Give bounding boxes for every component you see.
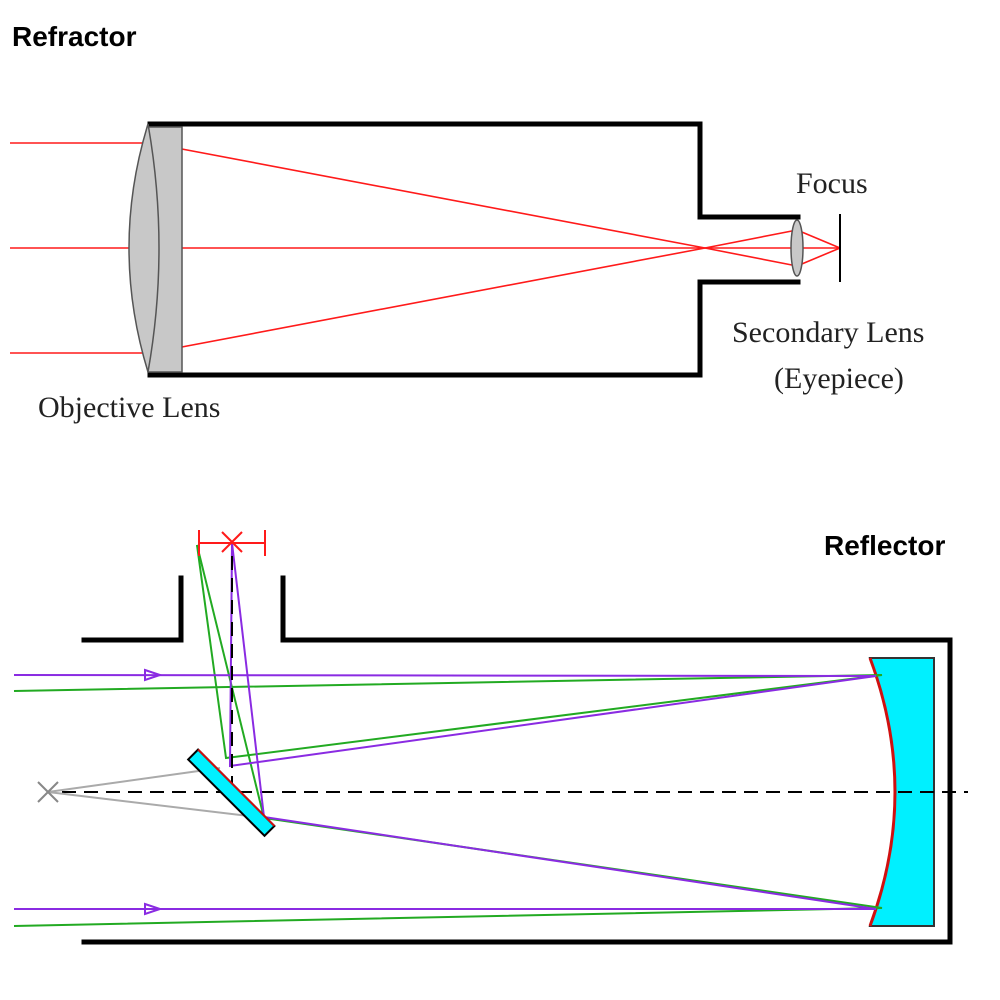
refractor-rays [10, 142, 841, 354]
objective-lens-label: Objective Lens [38, 391, 220, 424]
refractor-ray-diverge-down [704, 247, 798, 267]
reflector-tube-top [81, 575, 184, 643]
reflector-focus-marker [198, 530, 266, 556]
eyepiece-lens [790, 219, 804, 277]
purple-ray-top [13, 542, 877, 768]
refractor-ray-top-converge [149, 142, 706, 249]
arrow-bottom [144, 902, 164, 916]
virtual-focus-rays [47, 767, 266, 819]
gray-ray-upper [47, 767, 221, 793]
refractor-tube-bottom [147, 279, 801, 378]
refractor-ray-diverge-up [704, 229, 798, 249]
focus-label: Focus [796, 167, 868, 200]
secondary-mirror-surface [197, 748, 276, 827]
primary-mirror-surface [868, 657, 897, 927]
secondary-mirror [186, 748, 276, 838]
gray-ray-lower [47, 791, 266, 819]
secondary-lens-label: Secondary Lens [732, 316, 924, 349]
reflector-title: Reflector [824, 530, 945, 561]
refractor-title: Refractor [12, 21, 137, 52]
virtual-focus-cross [37, 781, 59, 803]
refractor-tube [147, 121, 801, 220]
eyepiece-label: (Eyepiece) [774, 362, 904, 395]
refractor-ray-focus-up [796, 229, 841, 249]
green-ray-top [13, 544, 883, 760]
refractor-ray-bottom-converge [149, 247, 706, 354]
objective-lens [128, 123, 183, 373]
purple-rays [13, 542, 877, 916]
objective-lens-convex [128, 123, 160, 373]
arrow-top [144, 668, 164, 682]
reflector-tube-top-right [81, 575, 953, 945]
purple-ray-bottom [14, 542, 877, 910]
refractor-ray-focus-down [796, 247, 841, 267]
